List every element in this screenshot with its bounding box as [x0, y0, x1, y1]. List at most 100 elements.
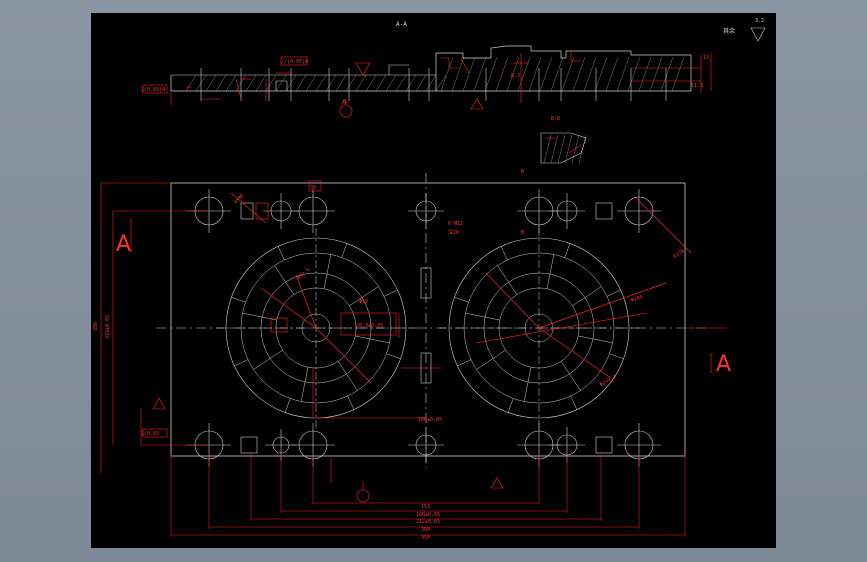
- section-hatch: [638, 56, 652, 92]
- roughness-mark: [152, 397, 166, 410]
- cavity-rib: [253, 349, 283, 370]
- cavity-rib-outer: [609, 353, 624, 360]
- cavity-rib-outer: [284, 398, 291, 413]
- roughness-note: 其余: [723, 28, 736, 35]
- section-hatch: [345, 74, 357, 92]
- leader-r3: [538, 282, 667, 329]
- cavity-rib-outer: [383, 289, 398, 297]
- cavity-rib-outer: [277, 246, 285, 261]
- dim-line: [441, 57, 459, 69]
- cavity-rib: [572, 286, 602, 307]
- cavity-rib-outer: [507, 398, 514, 413]
- roughness-mark: [470, 98, 484, 110]
- datum-circle-bottom: [356, 489, 370, 503]
- pin-block: [595, 202, 613, 220]
- leader: [315, 327, 372, 384]
- section-hatch: [335, 74, 347, 92]
- section-hatch: [415, 74, 427, 92]
- dim-w5: 350: [421, 535, 431, 541]
- slot-dim-box: [340, 312, 397, 336]
- cavity-rib-outer: [386, 353, 401, 360]
- section-hatch: [550, 56, 564, 92]
- datum-a: A: [342, 98, 347, 106]
- dim-gap: 11.3: [691, 83, 704, 89]
- detail-hatch: [543, 134, 552, 164]
- section-hatch: [462, 56, 476, 92]
- ref-frame-box: [280, 56, 308, 66]
- detail-title: B-B: [551, 116, 561, 122]
- section-hatch: [671, 56, 685, 92]
- dim-line: [460, 57, 470, 74]
- detail-outline: [540, 132, 587, 164]
- section-hatch: [225, 74, 237, 92]
- section-hatch: [245, 74, 257, 92]
- section-hatch: [616, 56, 630, 92]
- plate-outline: [170, 182, 686, 457]
- roughness-mark: [355, 62, 371, 76]
- cavity-rib: [497, 265, 518, 295]
- center-slot: [420, 267, 432, 299]
- ref-frame-2: //|0.05|A: [281, 59, 309, 65]
- cavity-rib: [355, 335, 390, 344]
- dim-side: 6.3: [511, 73, 521, 79]
- section-hatch: [295, 74, 307, 92]
- section-hatch: [395, 74, 407, 92]
- cavity-rib-outer: [341, 243, 348, 258]
- section-hatch: [484, 56, 498, 92]
- section-hatch: [385, 74, 397, 92]
- section-hatch: [405, 74, 417, 92]
- cavity-ring: [463, 252, 615, 404]
- section-step: [388, 64, 409, 75]
- ref-frame-box-left: [142, 428, 168, 438]
- section-hatch: [205, 74, 217, 92]
- dim-w4: 300: [421, 527, 431, 533]
- cavity-rib-outer: [234, 359, 249, 367]
- section-hatch: [435, 74, 447, 92]
- section-arrow-label-right: A: [716, 352, 732, 377]
- cavity-ring: [240, 252, 392, 404]
- leader: [475, 312, 647, 344]
- cavity-rib: [560, 361, 581, 391]
- cavity-rib: [465, 312, 500, 321]
- slot-dim-box: [270, 317, 288, 333]
- cavity-rib: [274, 265, 295, 295]
- detail-hatch: [557, 134, 566, 164]
- section-hatch: [517, 56, 531, 92]
- cavity-rib-outer: [457, 359, 472, 367]
- section-hatch: [365, 74, 377, 92]
- cavity-rib: [337, 361, 358, 391]
- detail-hatch: [578, 134, 587, 164]
- cavity-rib-outer: [564, 243, 571, 258]
- cavity-rib: [523, 367, 532, 402]
- section-hatch: [275, 74, 287, 92]
- ref-frame-box: [142, 84, 168, 94]
- leader-corner: [635, 197, 692, 254]
- section-hatch: [506, 56, 520, 92]
- section-hatch: [305, 74, 317, 92]
- cavity-rib-outer: [347, 395, 355, 410]
- detail-b-top: B: [521, 169, 525, 175]
- cavity-rib-outer: [454, 296, 469, 303]
- section-hatch: [473, 56, 487, 92]
- section-hatch: [495, 56, 509, 92]
- cavity-rib-outer: [606, 289, 621, 297]
- detail-hatch: [564, 134, 573, 164]
- section-hatch: [594, 56, 608, 92]
- section-hatch: [440, 56, 454, 92]
- dim-w3: 212±0.05: [416, 519, 441, 525]
- dim-h1: 380: [93, 321, 99, 331]
- leader: [485, 272, 540, 329]
- section-title: A-A: [396, 21, 407, 28]
- cavity-rib: [546, 254, 555, 289]
- leader-r4: [538, 327, 612, 379]
- dim-line: [568, 144, 582, 154]
- pin-block: [595, 436, 613, 454]
- dim-w2: 188±0.05: [416, 512, 441, 518]
- section-arrow-label-left: A: [116, 232, 132, 257]
- datum-circle: [339, 104, 353, 118]
- dim-r5: Φ80: [359, 299, 369, 305]
- dim-edge: 30: [310, 185, 317, 191]
- dim-h2: 310±0.05: [105, 314, 111, 339]
- note-threads: 6-M12: [448, 221, 464, 227]
- cavity-rib-outer: [231, 296, 246, 303]
